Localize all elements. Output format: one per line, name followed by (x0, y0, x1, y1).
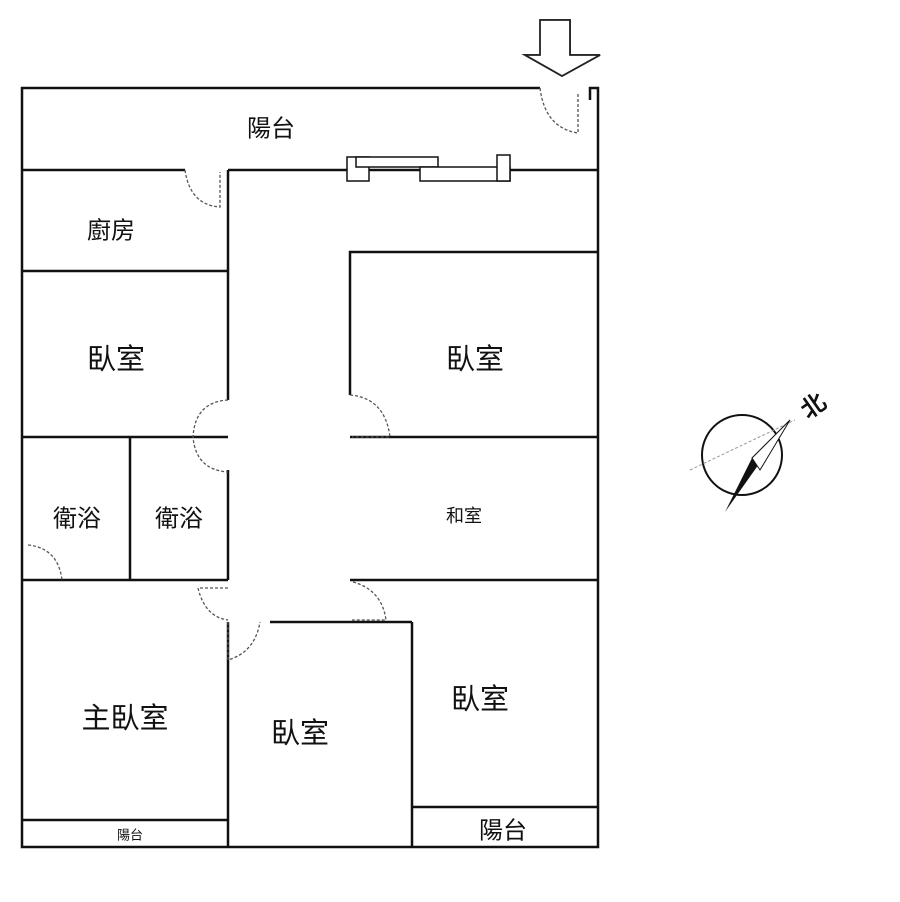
compass-icon (689, 414, 796, 512)
room-label-bedroom-middle: 臥室 (270, 716, 330, 750)
sliding-window (346, 154, 511, 182)
room-label-balcony-bottom-right: 陽台 (479, 816, 527, 845)
room-label-tatami-room: 和室 (446, 506, 482, 527)
room-label-master-bedroom: 主臥室 (81, 701, 169, 735)
room-label-balcony-top: 陽台 (247, 114, 295, 143)
room-label-balcony-bottom-left: 陽台 (116, 828, 144, 844)
room-label-bedroom-left: 臥室 (86, 342, 146, 376)
room-label-bedroom-right-top: 臥室 (445, 342, 505, 376)
room-label-bath-1: 衛浴 (53, 504, 101, 533)
room-label-bedroom-right-bottom: 臥室 (450, 682, 510, 716)
walls (20, 86, 600, 849)
room-label-kitchen: 廚房 (87, 216, 135, 245)
door-swings (27, 87, 579, 661)
room-label-bath-2: 衛浴 (155, 504, 203, 533)
